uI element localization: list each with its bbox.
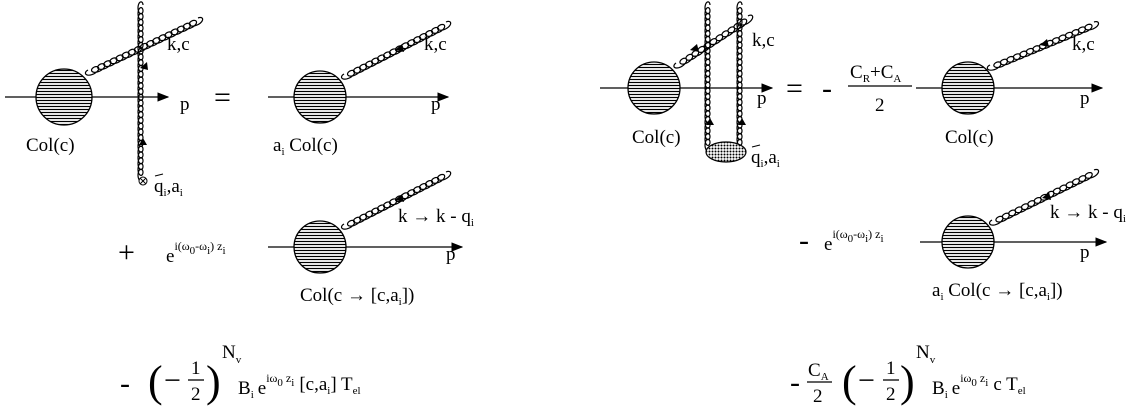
frac-num: 1	[886, 358, 896, 379]
frac-num: 1	[191, 358, 201, 379]
label-k-shift: k → k - qi	[398, 206, 474, 229]
open-paren: (	[148, 357, 163, 406]
label-kc: k,c	[424, 34, 447, 55]
exchange-arrow-head	[139, 138, 147, 145]
dotted-source-blob	[705, 141, 747, 163]
leading-minus: -	[120, 367, 130, 400]
left-middle-term: + ei(ω0-ωi) zi k → k - qi p Col(c → [c,a…	[118, 170, 474, 308]
gluon-coil	[736, 1, 743, 152]
label-p: p	[757, 88, 767, 109]
inner-minus: −	[858, 364, 875, 397]
label-p: p	[1080, 88, 1090, 109]
gluon-coil	[673, 14, 754, 69]
gluon-arrow-head	[140, 62, 148, 70]
left-top-rhs-diagram: k,c p ai Col(c)	[268, 20, 452, 158]
label-q: qi,ai	[154, 176, 183, 199]
right-middle-term: - ei(ω0-ωi) zi k → k - qi p ai Col(c → […	[799, 168, 1126, 303]
label-p: p	[431, 94, 441, 115]
gluon-coil	[137, 1, 144, 182]
gluon-coil	[704, 1, 711, 152]
label-p: p	[446, 244, 456, 265]
phase-exponential: ei(ω0-ωi) zi	[166, 239, 226, 267]
ca-numerator: CA	[808, 360, 829, 383]
frac-den: 2	[886, 384, 896, 405]
power-nv: Nv	[222, 342, 242, 366]
cr-ca-fraction: CR+CA 2	[848, 62, 912, 116]
label-col-shift: Col(c → [c,ai])	[300, 285, 414, 308]
label-kc: k,c	[167, 34, 190, 55]
close-paren: )	[206, 357, 221, 406]
gluon-coil	[340, 170, 452, 230]
emitted-gluon	[340, 170, 452, 230]
emitted-gluon	[340, 20, 452, 80]
q-vector-bar	[751, 144, 761, 148]
gluon-coil	[340, 20, 452, 80]
phase-exponential: ei(ω0-ωi) zi	[824, 227, 884, 255]
gluon-arrow-head	[395, 44, 404, 52]
gluon-arrow-head	[395, 194, 404, 202]
label-col: Col(c)	[945, 127, 994, 148]
label-k-shift: k → k - qi	[1050, 202, 1126, 225]
leading-minus: -	[790, 366, 800, 399]
frac-den: 2	[191, 384, 201, 405]
hatched-blob	[35, 68, 93, 126]
label-ai-col-shift: ai Col(c → [c,ai])	[932, 280, 1063, 303]
hatched-blob	[293, 70, 347, 124]
hatched-blob	[941, 215, 995, 269]
exchanged-gluon-vertical	[137, 1, 144, 182]
gluon-arrow-head	[1040, 39, 1049, 47]
inner-minus: −	[164, 364, 181, 397]
exchanged-gluon-right	[736, 1, 743, 152]
label-col: Col(c)	[26, 135, 75, 156]
label-kc: k,c	[1072, 34, 1095, 55]
hatched-blob	[293, 220, 347, 274]
source-cross-icon	[138, 176, 148, 186]
label-q: qi,ai	[751, 147, 780, 170]
left-top-lhs-diagram: k,c p Col(c) qi,ai	[5, 1, 204, 199]
label-col: Col(c)	[632, 127, 681, 148]
left-equals-sign: =	[214, 81, 231, 114]
ca-denominator: 2	[813, 386, 823, 407]
right-minus-sign: -	[822, 72, 832, 105]
exchange-arrow-left	[706, 118, 714, 125]
frac-den: 2	[875, 95, 885, 116]
label-p: p	[180, 94, 190, 115]
right-top-rhs-diagram: k,c p Col(c)	[916, 20, 1104, 148]
label-kc: k,c	[752, 30, 775, 51]
gluon-coil	[988, 168, 1100, 226]
open-paren: (	[842, 357, 857, 406]
label-p: p	[1080, 242, 1090, 263]
minus-sign: -	[799, 224, 809, 257]
right-top-lhs-diagram: k,c p Col(c) qi,ai	[600, 1, 780, 170]
gluon-arrow-head	[1042, 192, 1051, 200]
q-vector-bar	[154, 173, 164, 177]
right-equals-sign: =	[786, 72, 803, 105]
frac-num: CR+CA	[850, 62, 901, 85]
hatched-blob	[941, 61, 995, 115]
emitted-gluon	[673, 14, 754, 69]
exchanged-gluon-left	[704, 1, 711, 152]
close-paren: )	[900, 357, 915, 406]
hatched-blob	[627, 61, 681, 115]
label-ai-col: ai Col(c)	[273, 135, 338, 158]
gluon-arrow-head	[690, 44, 699, 52]
plus-sign: +	[118, 236, 135, 269]
emitted-gluon	[988, 168, 1100, 226]
exchange-arrow-right	[738, 118, 746, 125]
power-nv: Nv	[916, 342, 936, 366]
